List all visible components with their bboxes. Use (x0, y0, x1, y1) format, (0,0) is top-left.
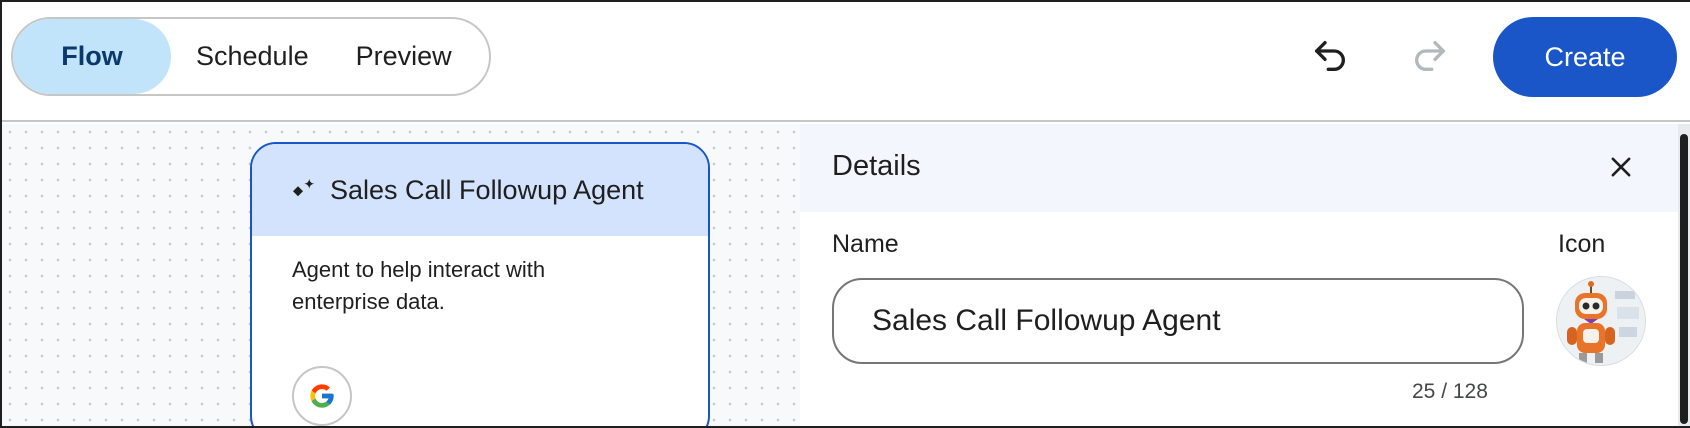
tab-flow[interactable]: Flow (13, 19, 171, 94)
close-icon (1611, 157, 1631, 177)
details-header: Details (800, 124, 1690, 212)
agent-node-title: Sales Call Followup Agent (330, 174, 644, 205)
undo-button[interactable] (1306, 32, 1354, 80)
undo-icon (1315, 41, 1345, 72)
sparkle-icon (293, 178, 315, 197)
google-badge (292, 366, 352, 426)
details-body: Name Icon 25 / 128 (800, 212, 1690, 426)
name-label: Name (832, 230, 899, 258)
google-icon (310, 384, 334, 408)
view-segmented-control: Flow Schedule Preview (11, 17, 491, 96)
close-button[interactable] (1600, 146, 1642, 188)
name-input[interactable] (832, 278, 1524, 364)
redo-icon (1415, 41, 1445, 72)
tab-schedule[interactable]: Schedule (196, 41, 309, 71)
panel-scrollbar[interactable] (1678, 124, 1690, 426)
agent-node-header: Sales Call Followup Agent (252, 144, 708, 236)
agent-avatar-picker[interactable] (1556, 276, 1646, 366)
redo-button[interactable] (1406, 32, 1454, 80)
details-panel: Details Name Icon 25 / 128 (800, 124, 1690, 426)
character-counter: 25 / 128 (1412, 380, 1488, 403)
create-button[interactable]: Create (1493, 17, 1677, 97)
icon-label: Icon (1558, 230, 1606, 258)
agent-node-description: Agent to help interact with enterprise d… (292, 257, 546, 314)
panel-scrollbar-thumb[interactable] (1680, 134, 1688, 424)
details-title: Details (832, 150, 921, 182)
top-toolbar: Flow Schedule Preview Create (2, 2, 1690, 122)
agent-node-card[interactable]: Sales Call Followup Agent Agent to help … (250, 142, 710, 426)
tab-preview[interactable]: Preview (355, 41, 452, 71)
robot-avatar-icon (1557, 277, 1645, 365)
